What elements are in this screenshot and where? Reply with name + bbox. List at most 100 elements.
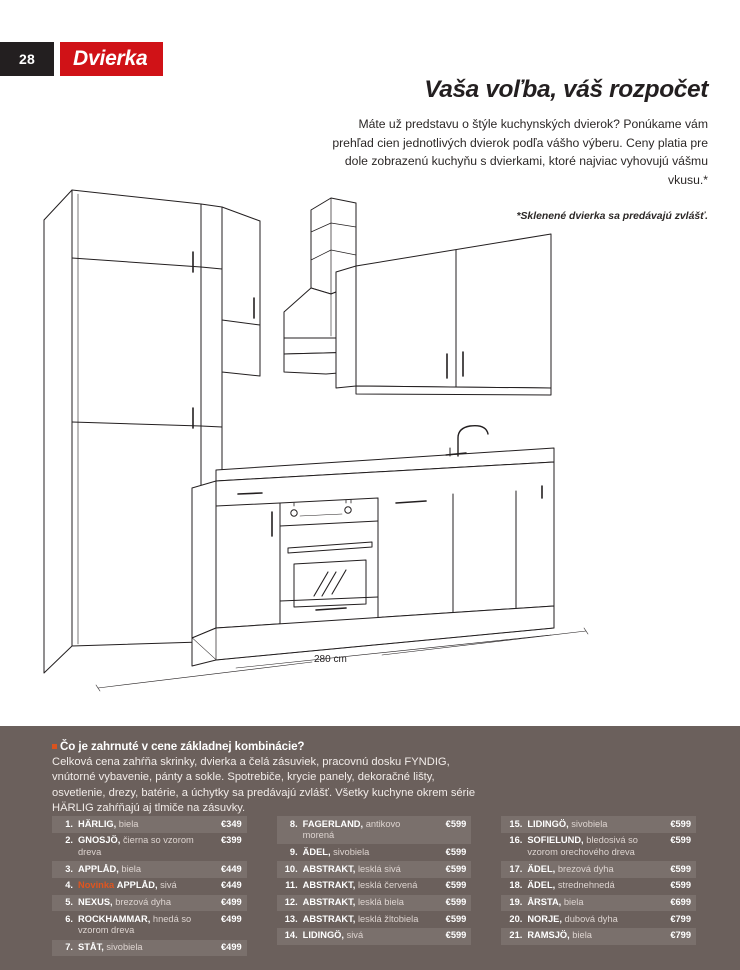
oven bbox=[279, 497, 379, 626]
series-name: ABSTRAKT, bbox=[302, 913, 356, 924]
price-row[interactable]: 2.GNOSJÖ, čierna so vzorom dreva€399 bbox=[52, 833, 247, 861]
row-number: 16. bbox=[509, 835, 523, 846]
row-number: 13. bbox=[284, 913, 298, 924]
faucet bbox=[445, 424, 489, 457]
series-variant: sivobiela bbox=[568, 818, 608, 829]
price-row[interactable]: 19.ÅRSTA, biela€699 bbox=[501, 894, 697, 912]
series-variant: biela bbox=[569, 930, 592, 941]
row-number: 20. bbox=[509, 913, 523, 924]
price-row[interactable]: 7.STÅT, sivobiela€499 bbox=[52, 939, 247, 957]
series-name: ABSTRAKT, bbox=[302, 897, 356, 908]
series-name: LIDINGÖ, bbox=[302, 930, 344, 941]
price-row[interactable]: 9.ÄDEL, sivobiela€599 bbox=[277, 844, 472, 861]
kitchen-line-art-svg bbox=[43, 189, 589, 692]
row-number: 6. bbox=[65, 913, 73, 924]
row-price: €599 bbox=[670, 880, 692, 891]
included-heading-row: Čo je zahrnuté v cene základnej kombinác… bbox=[52, 740, 694, 753]
price-row[interactable]: 6.ROCKHAMMAR, hnedá so vzorom dreva€499 bbox=[52, 911, 247, 939]
price-row[interactable]: 16. SOFIELUND, bledosivá so vzorom orecho… bbox=[501, 833, 696, 861]
row-description: LIDINGÖ, sivobiela bbox=[527, 819, 657, 831]
row-price: €599 bbox=[445, 930, 467, 941]
row-description: LIDINGÖ, sivá bbox=[303, 930, 433, 942]
tall-cabinet-left bbox=[43, 189, 202, 674]
row-description: Novinka APPLÅD, sivá bbox=[78, 880, 208, 892]
row-description: ÄDEL, brezová dyha bbox=[527, 864, 657, 876]
series-variant: sivá bbox=[157, 880, 177, 891]
row-number: 8. bbox=[289, 818, 298, 829]
row-number: 14. bbox=[284, 930, 298, 941]
row-price: €599 bbox=[445, 863, 467, 874]
row-description: HÄRLIG, biela bbox=[78, 819, 208, 831]
page-title: Vaša voľba, váš rozpočet bbox=[424, 76, 708, 103]
row-number: 3. bbox=[65, 863, 73, 874]
row-description: APPLÅD, biela bbox=[78, 864, 208, 876]
series-name: ROCKHAMMAR, bbox=[78, 913, 151, 924]
row-price: €599 bbox=[445, 880, 467, 891]
row-description: GNOSJÖ, čierna so vzorom dreva bbox=[78, 835, 208, 858]
price-row[interactable]: 11. ABSTRAKT, lesklá červená €599 bbox=[277, 878, 472, 895]
series-name: ABSTRAKT, bbox=[302, 863, 356, 874]
price-row[interactable]: 5.NEXUS, brezová dyha€499 bbox=[52, 894, 247, 912]
row-number: 21. bbox=[509, 930, 523, 941]
series-variant: antikovo morená bbox=[302, 818, 401, 841]
series-variant: biela bbox=[116, 818, 139, 829]
included-info-block: Čo je zahrnuté v cene základnej kombinác… bbox=[52, 740, 694, 817]
row-price: €449 bbox=[220, 863, 242, 874]
row-description: ABSTRAKT, lesklá červená bbox=[303, 880, 433, 892]
row-description: ROCKHAMMAR, hnedá so vzorom dreva bbox=[78, 914, 208, 937]
series-variant: sivobiela bbox=[330, 846, 370, 857]
series-name: FAGERLAND, bbox=[302, 818, 364, 829]
price-row[interactable]: 10.ABSTRAKT, lesklá sivá€599 bbox=[276, 861, 472, 878]
series-variant: brezová dyha bbox=[555, 863, 614, 874]
price-row[interactable]: 12.ABSTRAKT, lesklá biela€599 bbox=[276, 894, 472, 912]
price-row[interactable]: 1.HÄRLIG, biela€349 bbox=[52, 816, 247, 833]
series-name: ÄDEL, bbox=[527, 863, 556, 874]
row-price: €599 bbox=[445, 913, 467, 924]
row-price: €399 bbox=[220, 835, 242, 846]
series-name: SOFIELUND, bbox=[527, 835, 584, 846]
row-price: €499 bbox=[220, 942, 242, 953]
series-name: APPLÅD, bbox=[116, 880, 158, 891]
row-description: ÄDEL, strednehnedá bbox=[527, 880, 657, 892]
price-row[interactable]: 8.FAGERLAND, antikovo morená€599 bbox=[276, 816, 472, 845]
row-description: NEXUS, brezová dyha bbox=[78, 897, 208, 909]
price-row[interactable]: 14. LIDINGÖ, sivá €599 bbox=[276, 927, 472, 945]
row-price: €599 bbox=[445, 846, 467, 857]
price-row[interactable]: 13. ABSTRAKT, lesklá žltobiela €599 bbox=[277, 911, 472, 928]
row-price: €349 bbox=[220, 818, 242, 829]
price-row[interactable]: 17.ÄDEL, brezová dyha€599 bbox=[501, 861, 697, 878]
series-variant: biela bbox=[118, 863, 142, 874]
price-row[interactable]: 18.ÄDEL, strednehnedá€599 bbox=[501, 878, 696, 895]
wall-cabinet-left bbox=[221, 206, 261, 377]
series-variant: brezová dyha bbox=[112, 897, 172, 908]
series-variant: strednehnedá bbox=[555, 880, 615, 891]
row-number: 19. bbox=[509, 897, 523, 908]
series-variant: lesklá biela bbox=[355, 897, 404, 908]
row-price: €599 bbox=[670, 818, 692, 829]
price-row[interactable]: 21.RAMSJÖ, biela€799 bbox=[501, 927, 697, 945]
section-title-tab: Dvierka bbox=[60, 42, 163, 76]
series-variant: hnedá so vzorom dreva bbox=[78, 913, 192, 936]
row-number: 4. bbox=[65, 880, 73, 891]
row-number: 11. bbox=[285, 880, 298, 891]
price-row[interactable]: 20.NORJE, dubová dyha€799 bbox=[501, 911, 696, 928]
price-row[interactable]: 3. APPLÅD, biela €449 bbox=[52, 861, 247, 878]
series-variant: bledosivá so vzorom orechového dreva bbox=[527, 835, 638, 857]
kitchen-illustration: 280 cm bbox=[26, 176, 626, 716]
series-name: RAMSJÖ, bbox=[527, 930, 570, 941]
row-price: €699 bbox=[670, 897, 692, 908]
row-description: FAGERLAND, antikovo morená bbox=[303, 819, 433, 842]
row-price: €599 bbox=[445, 897, 467, 908]
series-name: APPLÅD, bbox=[78, 863, 119, 874]
row-description: ABSTRAKT, lesklá žltobiela bbox=[303, 914, 433, 926]
series-variant: lesklá žltobiela bbox=[355, 913, 419, 924]
price-row[interactable]: 15.LIDINGÖ, sivobiela€599 bbox=[501, 816, 697, 833]
dimension-line bbox=[95, 627, 589, 692]
series-name: ÄDEL, bbox=[302, 846, 331, 857]
series-name: ÅRSTA, bbox=[527, 897, 562, 908]
series-name: NORJE, bbox=[527, 913, 562, 924]
price-row[interactable]: 4.Novinka APPLÅD, sivá€449 bbox=[52, 878, 247, 895]
